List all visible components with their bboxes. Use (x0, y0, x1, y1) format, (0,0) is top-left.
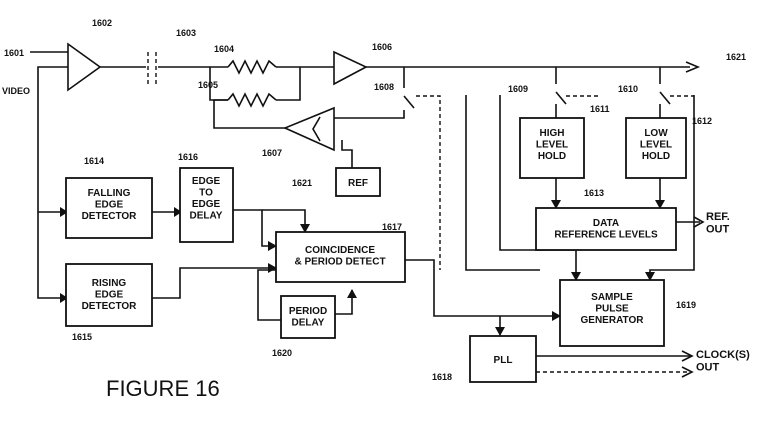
comparator (285, 108, 334, 150)
high-level-hold-label: HIGHLEVELHOLD (536, 128, 568, 162)
ref-1619: 1619 (676, 300, 696, 310)
ref-1607: 1607 (262, 148, 282, 158)
period-delay-label: PERIODDELAY (289, 306, 327, 329)
low-level-hold-label: LOWLEVELHOLD (640, 128, 672, 162)
ref-1606: 1606 (372, 42, 392, 52)
ref-1616: 1616 (178, 152, 198, 162)
video-input-ref: 1601 (4, 48, 24, 58)
video-input-label: VIDEO (2, 86, 30, 96)
resistor-a (228, 61, 276, 73)
ref-1617: 1617 (382, 222, 402, 232)
ref-block-label: REF (348, 178, 368, 189)
ref-1608: 1608 (374, 82, 394, 92)
capacitor (148, 52, 156, 84)
ref-1615: 1615 (72, 332, 92, 342)
input-amplifier (68, 44, 100, 90)
ref-1614: 1614 (84, 156, 104, 166)
clock-out-label: CLOCK(S)OUT (696, 349, 750, 374)
ref-1605: 1605 (198, 80, 218, 90)
ref-1604: 1604 (214, 44, 234, 54)
ref-1612: 1612 (692, 116, 712, 126)
figure-title: FIGURE 16 (106, 376, 220, 401)
ref-1602: 1602 (92, 18, 112, 28)
ref-1613: 1613 (584, 188, 604, 198)
ref-1609: 1609 (508, 84, 528, 94)
output-ref: 1621 (726, 52, 746, 62)
resistor-b (228, 94, 276, 106)
ref-1621: 1621 (292, 178, 312, 188)
ref-1603: 1603 (176, 28, 196, 38)
ref-1611: 1611 (590, 104, 610, 114)
pll-label: PLL (494, 355, 513, 366)
edge-to-edge-delay-label: EDGETOEDGEDELAY (190, 176, 223, 222)
ref-1618: 1618 (432, 372, 452, 382)
ref-1620: 1620 (272, 348, 292, 358)
coincidence-period-detect-label: COINCIDENCE& PERIOD DETECT (294, 245, 385, 268)
main-amplifier (334, 52, 366, 84)
ref-out-label: REF.OUT (706, 211, 730, 236)
ref-1610: 1610 (618, 84, 638, 94)
